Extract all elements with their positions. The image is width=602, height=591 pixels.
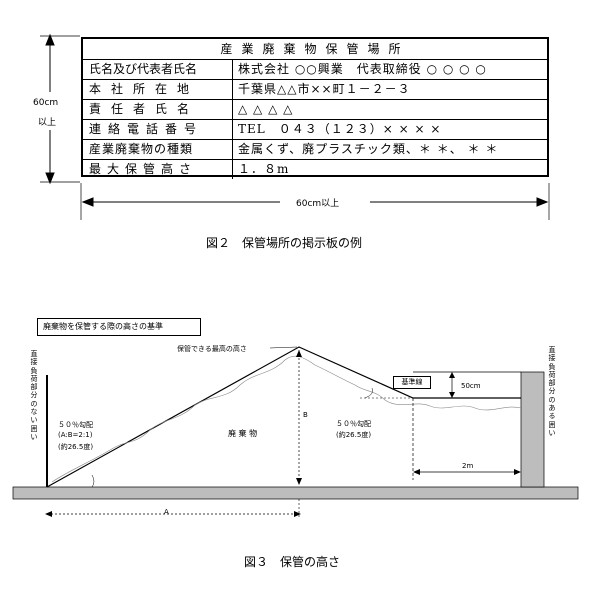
board-value: △ △ △ △ — [238, 102, 294, 116]
left-wall-label: 直接負荷部分のない囲い — [30, 350, 38, 441]
height-50-label: 50cm — [461, 382, 481, 390]
board-label: 本社所在地 — [83, 80, 233, 99]
board-row-name: 氏名及び代表者氏名 株式会社 ○○興業 代表取締役 ○ ○ ○ ○ — [83, 60, 547, 80]
width-label: 60cm以上 — [296, 199, 340, 209]
peak-label: 保管できる最高の高さ — [177, 345, 247, 353]
distance-label: 2m — [462, 462, 474, 470]
board-row-manager: 責任者氏名 △ △ △ △ — [83, 100, 547, 120]
dim-b-label: B — [303, 411, 308, 419]
left-slope-degree: (約26.5度) — [58, 443, 94, 451]
dim-a-label: A — [164, 508, 169, 516]
right-wall-label: 直接負荷部分のある囲い — [548, 346, 556, 437]
board-label: 氏名及び代表者氏名 — [83, 60, 233, 79]
board-row-phone: 連絡電話番号 TEL ０４３（１２３）× × × × — [83, 120, 547, 140]
max-height-profile — [46, 346, 521, 488]
height-label: 60cm — [33, 98, 59, 108]
left-slope-label: ５０％勾配 — [58, 421, 93, 429]
baseline-label: 基準線 — [393, 376, 431, 389]
board-label: 連絡電話番号 — [83, 120, 233, 139]
right-slope-label: ５０％勾配 — [336, 420, 371, 428]
board-value: 金属くず、廃プラスチック類、＊ ＊、 ＊ ＊ — [238, 142, 499, 156]
board-label: 産業廃棄物の種類 — [83, 140, 233, 159]
figure3-legend: 廃棄物を保管する際の高さの基準 — [37, 318, 201, 336]
right-slope-degree: (約26.5度) — [336, 431, 372, 439]
board-row-height: 最大保管高さ １．８m — [83, 160, 547, 179]
board-label: 責任者氏名 — [83, 100, 233, 119]
board-row-address: 本社所在地 千葉県△△市××町１－２－３ — [83, 80, 547, 100]
width-dimension — [80, 183, 550, 220]
board-value: TEL ０４３（１２３）× × × × — [238, 122, 442, 136]
board-label: 最大保管高さ — [83, 160, 233, 179]
ground — [12, 486, 579, 500]
figure3-caption: 図３ 保管の高さ — [244, 555, 341, 569]
board-value: １．８m — [238, 162, 290, 176]
board-title: 産業廃棄物保管場所 — [83, 39, 547, 60]
right-wall — [520, 371, 545, 488]
board-value: 株式会社 ○○興業 代表取締役 ○ ○ ○ ○ — [238, 62, 487, 76]
waste-label: 廃 棄 物 — [228, 429, 258, 438]
figure2-caption: 図２ 保管場所の掲示板の例 — [206, 236, 363, 250]
board-row-type: 産業廃棄物の種類 金属くず、廃プラスチック類、＊ ＊、 ＊ ＊ — [83, 140, 547, 160]
height-dimension — [40, 33, 80, 185]
left-slope-ratio: (A:B=2:1) — [58, 431, 93, 439]
sign-board: 産業廃棄物保管場所 氏名及び代表者氏名 株式会社 ○○興業 代表取締役 ○ ○ … — [81, 37, 549, 179]
board-value: 千葉県△△市××町１－２－３ — [238, 82, 411, 96]
height-label: 以上 — [38, 118, 57, 128]
